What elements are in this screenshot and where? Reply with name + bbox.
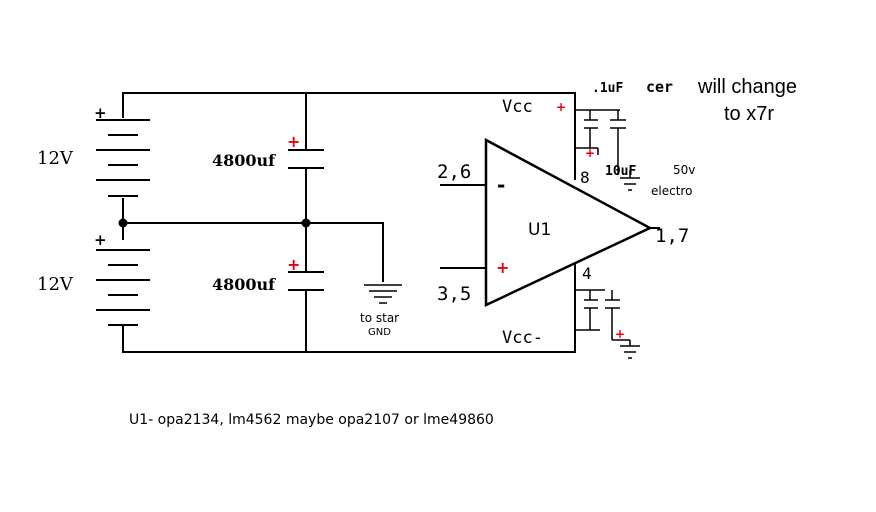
capacitor-1-plus: + xyxy=(287,132,300,151)
opamp-name: U1 xyxy=(528,220,551,240)
vcc-neg-label: Vcc- xyxy=(502,328,543,348)
decoupling-bottom-plus-icon: + xyxy=(615,327,625,341)
capacitor-2-label: 4800uf xyxy=(212,275,276,294)
battery-1-label: 12V xyxy=(37,148,74,169)
ground-label-line2: GND xyxy=(368,327,391,338)
battery-1 xyxy=(96,119,150,197)
capacitor-1-label: 4800uf xyxy=(212,151,276,170)
vcc-pos-label: Vcc xyxy=(502,97,533,117)
decoupling-cap-type-label: cer xyxy=(646,78,673,96)
opamp-triangle xyxy=(484,137,653,307)
footnote-text: U1- opa2134, lm4562 maybe opa2107 or lme… xyxy=(129,412,494,428)
decoupling-note-line2: to x7r xyxy=(724,103,774,125)
capacitor-1 xyxy=(288,149,324,169)
decoupling-cap-big-label: 10uF xyxy=(605,164,636,179)
opamp-vcc-neg-pin: 4 xyxy=(582,264,592,283)
capacitor-2-plus: + xyxy=(287,255,300,274)
decoupling-voltage-label: 50v xyxy=(673,163,695,177)
opamp-vcc-pos-pin: 8 xyxy=(580,168,590,187)
opamp-noninv-pins: 3,5 xyxy=(437,283,471,305)
ground-icon xyxy=(364,284,402,304)
opamp-noninv-sign: + xyxy=(496,258,509,277)
battery-2 xyxy=(96,249,150,326)
battery-2-plus: + xyxy=(94,231,107,249)
opamp-inv-pins: 2,6 xyxy=(437,161,471,183)
decoupling-note-line1: will change xyxy=(697,76,797,98)
ground-label-line1: to star xyxy=(360,311,399,325)
junction-dot xyxy=(301,218,311,228)
decoupling-caps-bottom xyxy=(575,289,640,359)
vcc-pos-plus-icon: + xyxy=(556,100,566,114)
battery-1-plus: + xyxy=(94,104,107,122)
decoupling-caps-top xyxy=(575,109,640,191)
junction-dot xyxy=(118,218,128,228)
opamp-out-pins: 1,7 xyxy=(655,225,689,247)
decoupling-top-plus-icon: + xyxy=(585,146,595,160)
decoupling-kind-label: electro xyxy=(651,184,692,198)
decoupling-cap-small-label: .1uF xyxy=(592,81,623,96)
opamp-inv-sign: - xyxy=(497,173,505,197)
capacitor-2 xyxy=(288,271,324,291)
battery-2-label: 12V xyxy=(37,274,74,295)
